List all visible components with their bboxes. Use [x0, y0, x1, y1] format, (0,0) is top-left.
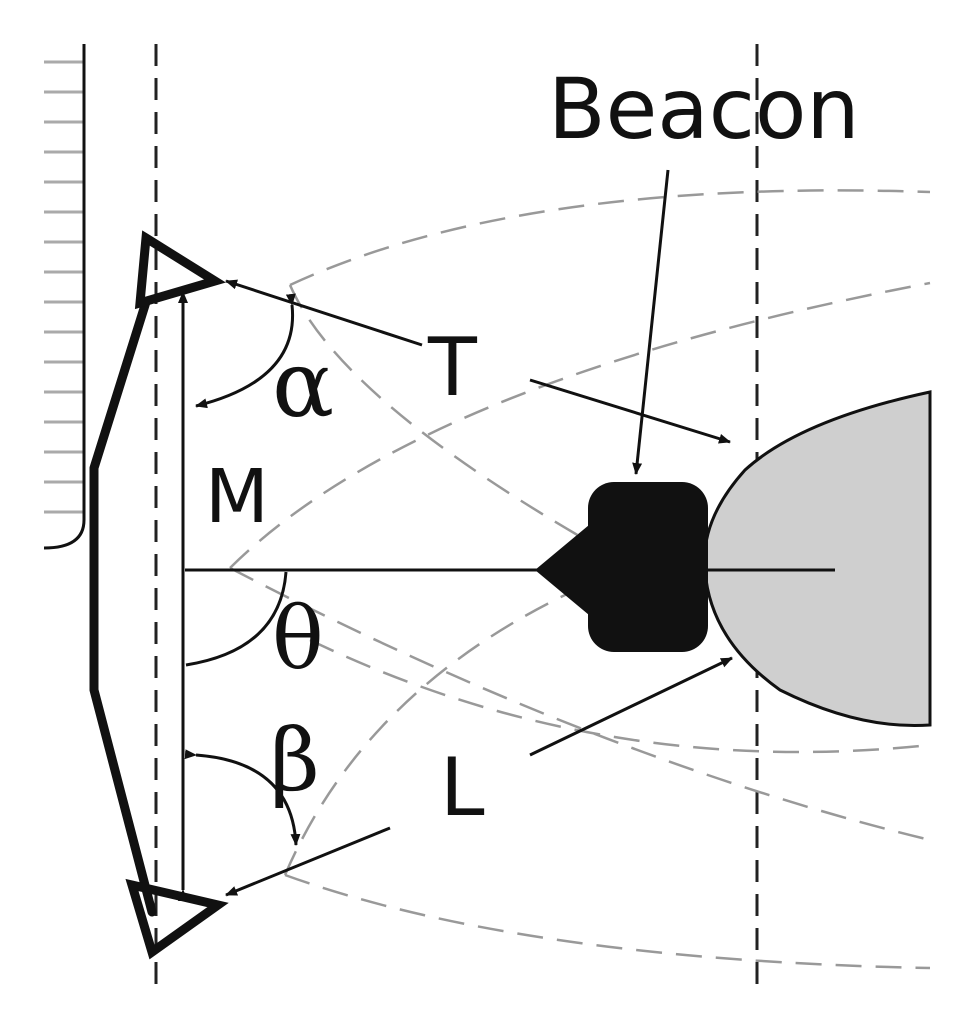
beacon-plume [703, 390, 932, 728]
t-pointer-arrow-right [529, 378, 731, 444]
wall-line [43, 44, 86, 550]
beta-label: β [270, 711, 320, 811]
field-of-view-curves [229, 189, 931, 970]
t-pointer-arrow-top [225, 279, 423, 347]
wall-hatching [44, 60, 84, 514]
beacon-pointer-arrow [632, 169, 670, 475]
m-label: M [205, 454, 269, 540]
alpha-label: α [272, 331, 334, 438]
beacon-nozzle [535, 520, 595, 620]
bottom-sensor-triangle [125, 878, 229, 960]
beacon-body [588, 482, 708, 652]
beta-angle-arc [184, 749, 301, 846]
l-pointer-arrow-right [529, 656, 733, 757]
theta-angle-arc [185, 571, 288, 667]
l-pointer-arrow-bottom [225, 826, 391, 897]
theta-label: θ [272, 589, 324, 689]
t-label: T [427, 321, 478, 414]
top-sensor-triangle [134, 230, 226, 310]
sensor-mount-frame [89, 297, 157, 917]
l-label: L [440, 741, 485, 834]
alpha-angle-arc [195, 293, 296, 409]
beacon-label: Beacon [548, 60, 860, 158]
